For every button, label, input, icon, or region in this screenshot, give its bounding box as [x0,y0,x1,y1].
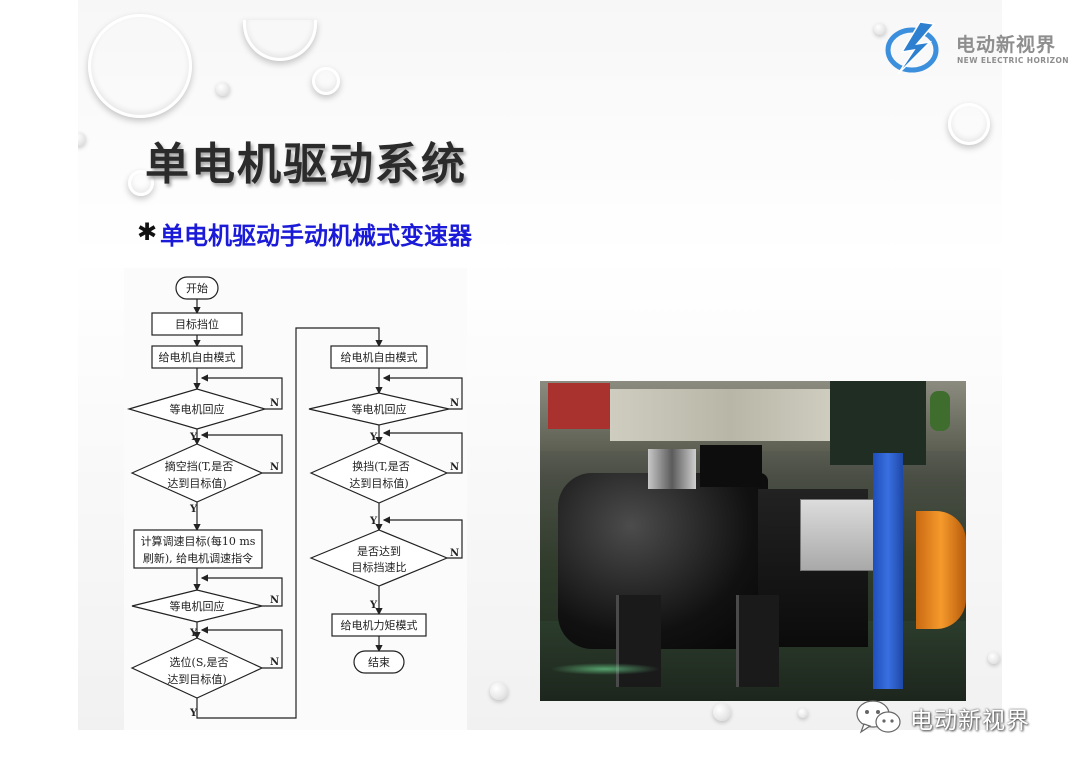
decorative-bubble [216,82,230,96]
decorative-bubble [713,703,731,721]
page-title: 单电机驱动系统 [145,128,467,192]
flowchart-label: 是否达到 [357,545,401,558]
flowchart-figure: 开始 目标挡位 给电机自由模式 等电机回应 摘空挡(T,是否 达到目标值) 计算… [124,268,467,730]
flowchart-label: 达到目标值) [349,476,408,490]
flowchart-label: 计算调速目标(每10 ms [141,534,256,548]
flowchart-label: 刷新), 给电机调速指令 [143,551,253,565]
flowchart-decision-node [311,443,447,503]
motor-test-bench-photo [540,381,966,701]
flowchart-yes-label: Y [369,600,378,611]
flowchart-label: 目标挡速比 [352,560,407,574]
flowchart-no-label: N [270,398,279,409]
flowchart-label: 给电机自由模式 [159,350,236,364]
asterisk-bullet-icon: ✱ [137,218,157,246]
photo-controller-box [800,499,884,571]
flowchart-no-label: N [450,462,459,473]
logo-chinese-text: 电动新视界 [956,30,1056,57]
flowchart-label: 等电机回应 [170,402,225,416]
logo-english-text: NEW ELECTRIC HORIZON [957,56,1069,65]
photo-cables [648,449,696,489]
lightning-globe-icon [880,20,946,76]
flowchart-label: 达到目标值) [167,476,226,490]
decorative-bubble [798,708,808,718]
flowchart-label: 结束 [368,656,390,669]
photo-plant [930,391,950,431]
watermark-text: 电动新视界 [910,701,1030,735]
bullet-text: 单电机驱动手动机械式变速器 [160,216,472,251]
flowchart-no-label: N [450,398,459,409]
flowchart-yes-label: Y [189,504,198,515]
photo-support-stand [736,595,779,687]
flowchart-label: 给电机自由模式 [341,350,418,364]
decorative-bubble [243,20,317,61]
flowchart-no-label: N [450,548,459,559]
flowchart-yes-label: Y [189,708,198,719]
decorative-bubble [78,132,86,146]
flowchart-no-label: N [270,657,279,668]
flowchart-label: 等电机回应 [170,599,225,613]
flowchart-label: 开始 [186,281,208,295]
flowchart-decision-node [132,444,262,502]
flowchart-yes-label: Y [189,628,198,639]
flowchart-label: 换挡(T,是否 [352,459,410,473]
decorative-bubble [88,14,192,118]
flowchart-label: 达到目标值) [167,672,226,686]
flowchart-no-label: N [270,462,279,473]
flowchart-no-label: N [270,595,279,606]
decorative-bubble [312,67,340,95]
flowchart-yes-label: Y [189,432,198,443]
flowchart-label: 选位(S,是否 [170,655,229,669]
photo-blue-frame [873,453,903,689]
photo-junction-box [700,445,762,487]
flowchart-label: 摘空挡(T,是否 [165,459,234,473]
photo-light-reflection [550,663,660,675]
photo-orange-wheel [916,511,966,629]
wechat-icon [854,697,904,737]
photo-red-cabinet [548,383,610,429]
decorative-bubble [490,682,508,700]
decorative-bubble [988,652,1000,664]
decorative-bubble [948,103,990,145]
flowchart-label: 等电机回应 [352,402,407,416]
photo-batteries [610,389,850,441]
flowchart-decision-node [311,530,447,586]
flowchart-label: 给电机力矩模式 [341,618,418,632]
flowchart-yes-label: Y [369,432,378,443]
flowchart-label: 目标挡位 [175,317,219,331]
flowchart-yes-label: Y [369,516,378,527]
